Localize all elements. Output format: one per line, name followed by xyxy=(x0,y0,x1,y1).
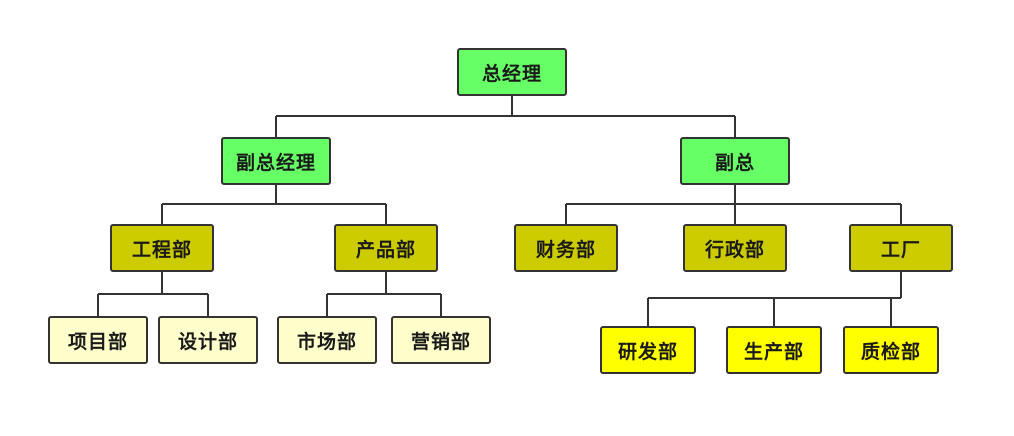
connector-fac-subs xyxy=(647,272,902,326)
connector-dgm-depts xyxy=(161,185,387,224)
connector-eng-subs xyxy=(97,272,209,316)
node-market: 市场部 xyxy=(277,316,377,364)
node-quality: 质检部 xyxy=(843,326,939,374)
node-production: 生产部 xyxy=(726,326,822,374)
node-products: 产品部 xyxy=(334,224,438,272)
connector-deputy-depts xyxy=(565,185,902,224)
connector-gm-deputies xyxy=(275,96,736,137)
node-deputy: 副总 xyxy=(680,137,790,185)
node-sales: 营销部 xyxy=(391,316,491,364)
node-rnd: 研发部 xyxy=(600,326,696,374)
node-administration: 行政部 xyxy=(683,224,787,272)
node-general-manager: 总经理 xyxy=(457,48,567,96)
node-engineering: 工程部 xyxy=(110,224,214,272)
node-design: 设计部 xyxy=(158,316,258,364)
connector-prd-subs xyxy=(326,272,442,316)
node-factory: 工厂 xyxy=(849,224,953,272)
node-finance: 财务部 xyxy=(514,224,618,272)
node-projects: 项目部 xyxy=(48,316,148,364)
node-deputy-general-manager: 副总经理 xyxy=(221,137,331,185)
